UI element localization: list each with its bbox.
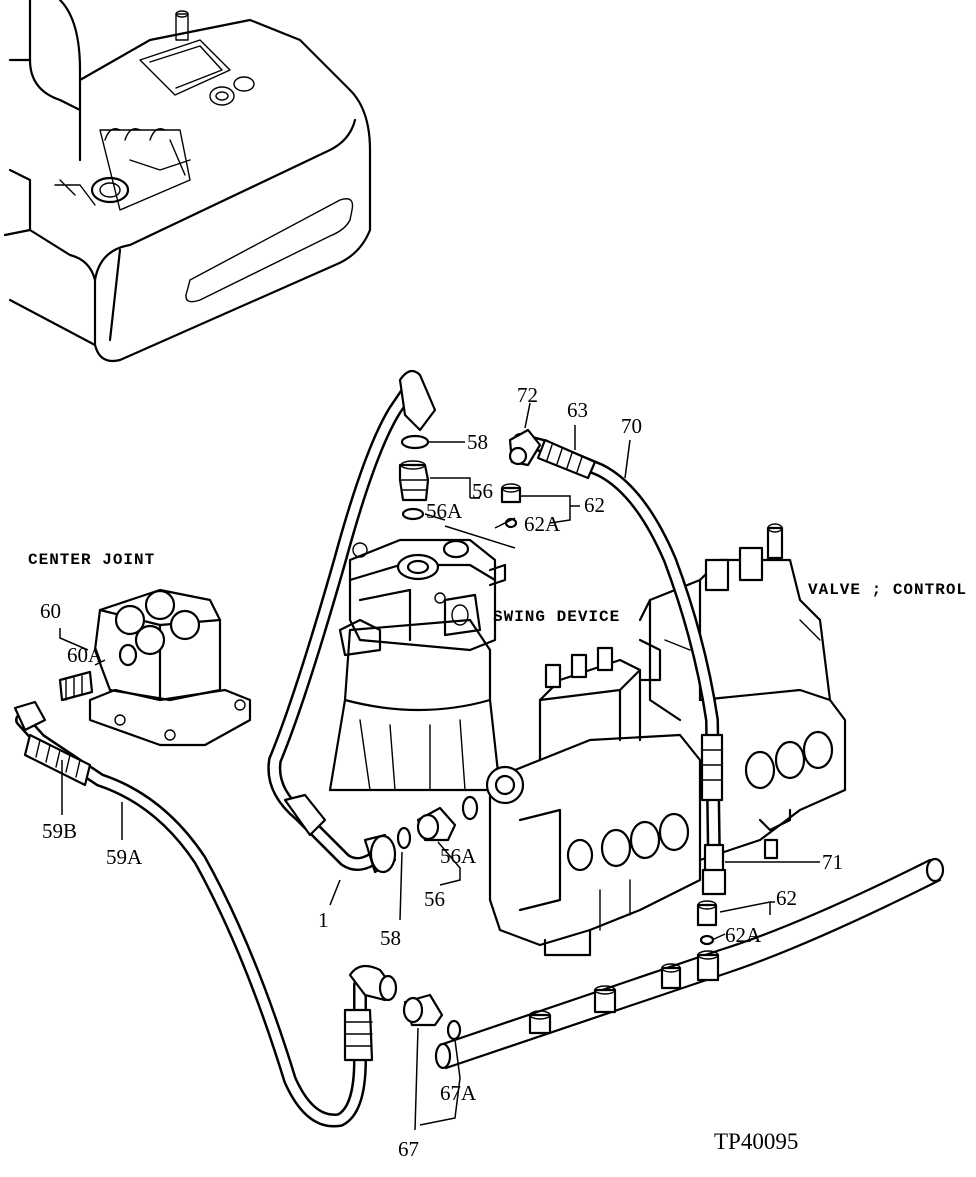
callout-67: 67 <box>398 1137 419 1161</box>
callout-56-bot: 56 <box>424 887 445 911</box>
callout-67a: 67A <box>440 1081 477 1105</box>
callout-59b: 59B <box>42 819 77 843</box>
callout-60a: 60A <box>67 643 104 667</box>
callout-1: 1 <box>318 908 329 932</box>
callout-60: 60 <box>40 599 61 623</box>
oring-56a-bot <box>461 795 479 821</box>
figure-code: TP40095 <box>714 1129 798 1154</box>
fitting-56-bot <box>416 806 457 842</box>
callout-62a-bot: 62A <box>725 923 762 947</box>
swing-device <box>328 538 507 792</box>
tank-housing <box>3 0 372 363</box>
callout-72: 72 <box>517 383 538 407</box>
callout-62-bot: 62 <box>776 886 797 910</box>
callout-63: 63 <box>567 398 588 422</box>
callout-56-top: 56 <box>472 479 493 503</box>
diagram-labels: CENTER JOINT SWING DEVICE VALVE ; CONTRO… <box>28 383 967 1161</box>
hose-1 <box>267 369 437 874</box>
label-swing-device: SWING DEVICE <box>493 608 620 626</box>
oring-56a-top <box>401 507 425 521</box>
callout-56a-top: 56A <box>426 499 463 523</box>
pipe-bosses <box>528 950 720 1035</box>
fitting-56-top <box>398 460 430 502</box>
hose-70 <box>508 428 727 896</box>
leader-lines <box>59 402 820 1131</box>
fitting-67 <box>402 993 444 1027</box>
callout-56a-bot: 56A <box>440 844 477 868</box>
callout-71: 71 <box>822 850 843 874</box>
fitting-62-top <box>500 483 522 504</box>
hose-59a <box>13 700 398 1128</box>
control-valve <box>485 523 847 957</box>
callout-59a: 59A <box>106 845 143 869</box>
oring-67a <box>446 1019 462 1041</box>
fitting-62-bot <box>696 900 718 927</box>
label-valve-control: VALVE ; CONTROL <box>808 581 967 599</box>
callout-62-top: 62 <box>584 493 605 517</box>
callout-62a-top: 62A <box>524 512 561 536</box>
pipe-tube <box>434 857 945 1070</box>
center-joint <box>58 588 252 747</box>
label-center-joint: CENTER JOINT <box>28 551 155 569</box>
callout-70: 70 <box>621 414 642 438</box>
callout-58-top: 58 <box>467 430 488 454</box>
oring-58-top <box>400 434 430 450</box>
callout-58-bot: 58 <box>380 926 401 950</box>
oring-62a-bot <box>699 934 715 946</box>
oring-58-bot <box>396 826 412 850</box>
